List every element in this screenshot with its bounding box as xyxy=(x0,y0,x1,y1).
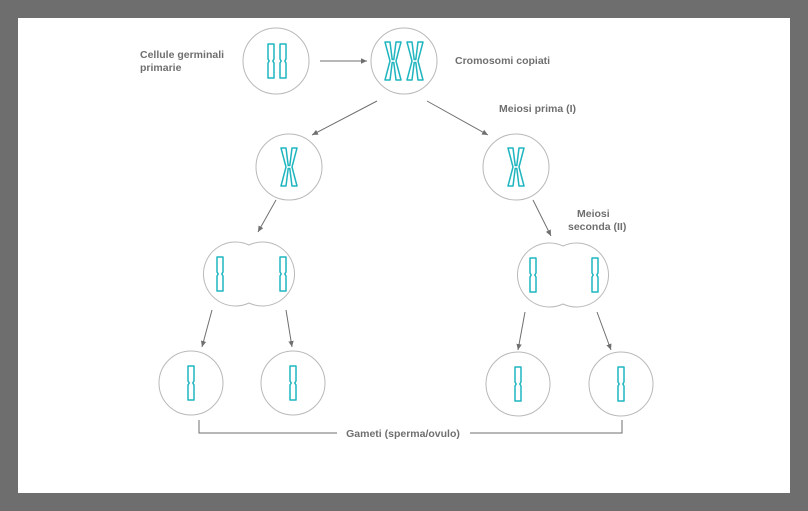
label-meiosis-two-line1: Meiosi xyxy=(577,208,610,220)
arrow-meiosis-two-right xyxy=(532,199,552,237)
arrow-meiosis-one-right xyxy=(426,100,489,136)
arrow-gamete-4 xyxy=(596,311,612,351)
dividing-cell-right xyxy=(516,242,610,308)
arrow-gamete-3 xyxy=(516,311,526,351)
gamete-2 xyxy=(260,350,326,416)
copied-chromosomes-cell xyxy=(370,27,438,95)
arrow-gamete-2 xyxy=(285,309,294,348)
gametes-bracket xyxy=(198,420,623,434)
label-meiosis-two-line2: seconda (II) xyxy=(568,221,626,233)
label-meiosis-one: Meiosi prima (I) xyxy=(499,103,576,115)
diagram-panel xyxy=(18,18,790,493)
gamete-1 xyxy=(158,350,224,416)
gamete-4 xyxy=(588,351,654,417)
arrow-gamete-1 xyxy=(200,309,213,348)
arrows xyxy=(200,58,612,351)
meiosis-one-cell-left xyxy=(255,133,323,201)
meiosis-one-cell-right xyxy=(482,133,550,201)
arrow-meiosis-one-left xyxy=(311,100,378,136)
label-primary-germ-cells-line1: Cellule germinali xyxy=(140,49,224,61)
arrow-meiosis-two-left xyxy=(257,199,277,233)
gamete-3 xyxy=(485,351,551,417)
label-gametes: Gameti (sperma/ovulo) xyxy=(346,428,460,440)
label-copied-chromosomes: Cromosomi copiati xyxy=(455,55,550,67)
dividing-cell-left xyxy=(202,241,296,307)
primary-germ-cell xyxy=(242,27,310,95)
label-primary-germ-cells-line2: primarie xyxy=(140,62,182,74)
